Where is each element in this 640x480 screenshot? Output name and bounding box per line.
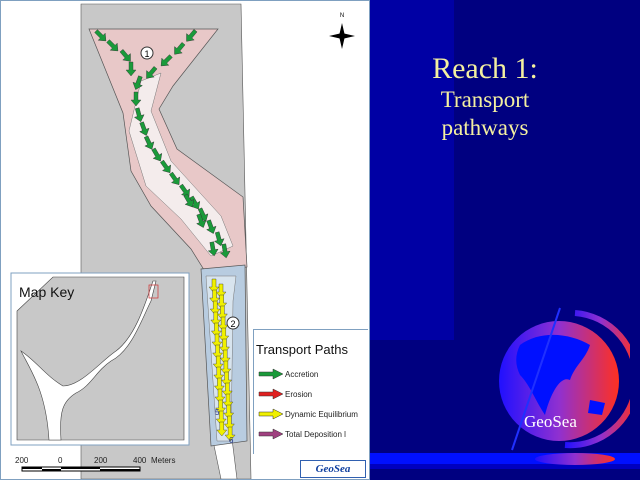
legend-label: Accretion <box>285 369 319 379</box>
legend-item-accretion: Accretion <box>258 368 318 380</box>
river-channel <box>128 72 234 257</box>
transport-arrow <box>130 91 142 107</box>
zone-label-2: 2 <box>230 319 235 329</box>
legend: Transport Paths Accretion Erosion Dynami… <box>253 329 368 454</box>
zone-label-1: 1 <box>144 49 149 59</box>
arrow-icon <box>258 428 284 440</box>
background-panel <box>370 0 454 340</box>
transport-arrow <box>160 159 171 173</box>
arrow-icon <box>258 388 284 400</box>
subtitle-line-2: pathways <box>441 115 529 140</box>
scale-tick: 200 <box>15 456 29 465</box>
legend-label: Erosion <box>285 389 313 399</box>
transport-arrow <box>179 183 190 197</box>
scale-tick: 0 <box>58 456 63 465</box>
transport-arrow <box>160 54 173 67</box>
arrow-icon <box>258 408 284 420</box>
transport-arrow <box>106 39 119 52</box>
transport-arrow <box>94 29 107 42</box>
transport-arrow <box>125 61 137 77</box>
zone-marker-1 <box>140 46 154 60</box>
map-key-river <box>20 280 157 441</box>
globe-label: GeoSea <box>524 412 577 431</box>
transport-arrow <box>206 219 217 234</box>
transport-arrow <box>183 193 195 208</box>
map-key-title: Map Key <box>19 284 75 300</box>
transport-arrow <box>216 421 228 437</box>
scale-unit: Meters <box>151 456 176 465</box>
map-key-extent <box>148 284 159 299</box>
globe-icon <box>499 307 630 465</box>
transport-arrow <box>119 49 131 62</box>
legend-item-total-deposition: Total Deposition l <box>258 428 346 440</box>
legend-label: Dynamic Equilibrium <box>285 409 358 419</box>
transport-arrow <box>196 213 207 228</box>
map-key-land <box>16 276 185 441</box>
legend-item-dynamic-equilibrium: Dynamic Equilibrium <box>258 408 358 420</box>
legend-item-erosion: Erosion <box>258 388 312 400</box>
slide-title: Reach 1: Transport pathways <box>370 52 600 142</box>
geosea-logo: GeoSea <box>300 460 366 478</box>
transport-arrow <box>132 75 143 90</box>
transport-arrow <box>133 107 145 123</box>
scale-bar <box>21 466 141 472</box>
legend-label: Total Deposition l <box>285 429 346 439</box>
section-label-5: 5 <box>215 408 220 417</box>
map-canvas: 1 2 5 6 N <box>10 3 355 479</box>
transport-arrow <box>219 243 231 259</box>
transport-arrow <box>174 42 186 55</box>
section-label-6: 6 <box>229 436 234 445</box>
arrow-icon <box>258 368 284 380</box>
transport-arrow <box>186 29 198 42</box>
footer-bar <box>370 453 640 464</box>
transport-arrow <box>213 231 225 247</box>
transport-arrow <box>146 66 158 79</box>
transport-arrows <box>94 29 236 442</box>
legend-title: Transport Paths <box>256 342 349 357</box>
subtitle-line-1: Transport <box>440 87 530 112</box>
transport-arrow <box>143 135 155 150</box>
footer-bar-shadow <box>370 464 640 469</box>
transport-arrow <box>151 147 163 162</box>
scale-tick: 400 <box>133 456 147 465</box>
scale-tick: 200 <box>94 456 108 465</box>
transport-arrow <box>169 171 180 185</box>
title-text: Reach 1: <box>432 52 538 85</box>
transport-arrow <box>207 241 219 257</box>
map-panel: 1 2 5 6 N Map Key 200 0 200 400 Meters T… <box>0 0 370 480</box>
transport-arrow <box>224 426 236 442</box>
north-arrow-icon <box>329 23 355 49</box>
zone-marker-2 <box>226 316 240 330</box>
north-label: N <box>340 13 344 19</box>
transport-arrow <box>139 121 150 136</box>
